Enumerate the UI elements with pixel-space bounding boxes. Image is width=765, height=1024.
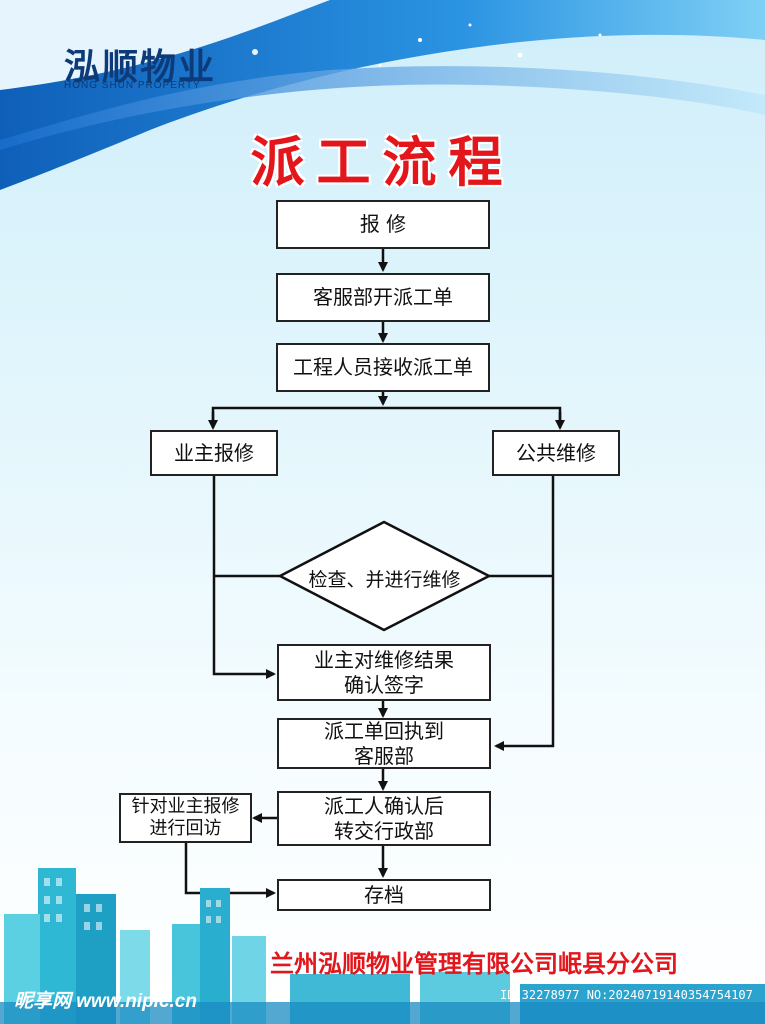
page-title: 派工流程 bbox=[250, 131, 515, 194]
step-inspect-label: 检查、并进行维修 bbox=[308, 569, 461, 591]
step-revisit: 针对业主报修 进行回访 bbox=[119, 793, 252, 843]
city-skyline bbox=[0, 868, 765, 1024]
step-archive: 存档 bbox=[277, 879, 491, 911]
arrow-public-to-receipt bbox=[494, 476, 555, 751]
step-report: 报 修 bbox=[276, 200, 490, 249]
step-return-receipt: 派工单回执到 客服部 bbox=[277, 718, 491, 769]
logo-chinese: 泓顺物业 bbox=[64, 46, 217, 88]
step-confirm-transfer: 派工人确认后 转交行政部 bbox=[277, 791, 491, 846]
step-dispatch: 客服部开派工单 bbox=[276, 273, 490, 322]
company-name: 兰州泓顺物业管理有限公司岷县分公司 bbox=[270, 950, 678, 978]
inspect-diamond bbox=[277, 520, 492, 632]
arrow-revisit-to-archive bbox=[184, 843, 276, 898]
site-watermark: 昵享网 www.nipic.cn bbox=[14, 991, 197, 1012]
branch-line bbox=[211, 406, 562, 425]
step-public-repair: 公共维修 bbox=[492, 430, 620, 476]
step-receive: 工程人员接收派工单 bbox=[276, 343, 490, 392]
arrow-owner-to-sign bbox=[212, 476, 276, 679]
step-owner-sign: 业主对维修结果 确认签字 bbox=[277, 644, 491, 701]
step-owner-repair: 业主报修 bbox=[150, 430, 278, 476]
image-id-text: ID:32278977 NO:20240719140354754107 bbox=[500, 988, 753, 1002]
logo-english: HONG SHUN PROPERTY bbox=[64, 80, 201, 91]
